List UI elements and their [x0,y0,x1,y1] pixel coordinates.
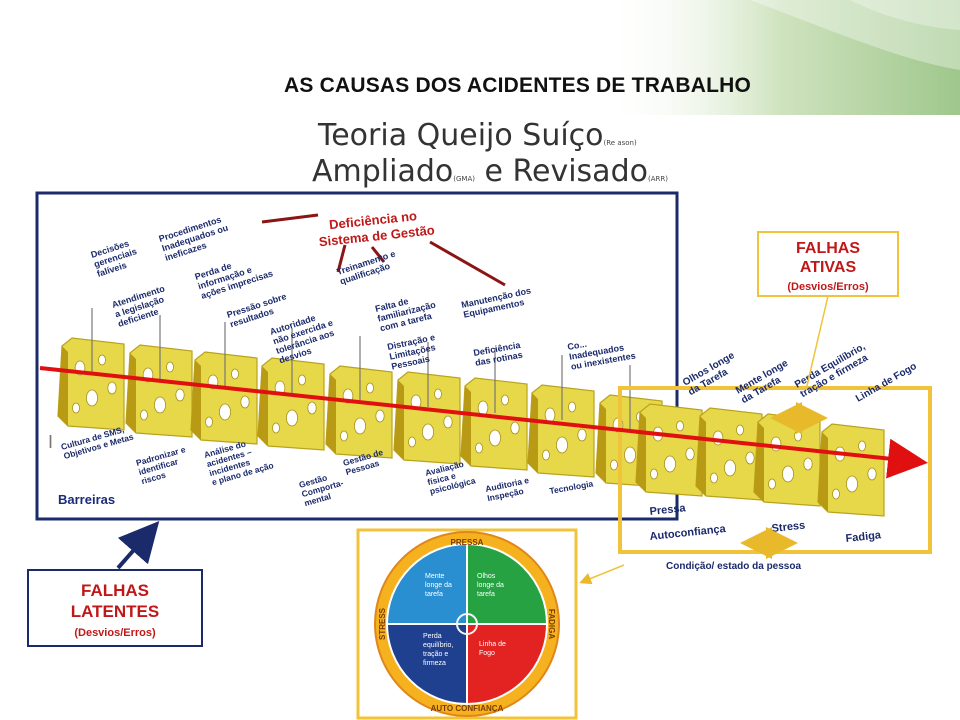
heading-ampliado: Ampliado [312,154,454,189]
wheel-quadrant-linha [466,623,549,706]
cheese-slice [817,423,885,517]
heading-line-1: Teoria Queijo Suíço(Re ason) [318,118,637,153]
wheel-text-linha: Fogo [479,650,495,657]
wheel-label-left: STRESS [378,607,387,640]
latent-cause: Falta defamiliarizaçãocom a tarefa [374,290,440,334]
active-cause-line: Linha de Fogo [854,361,919,405]
cheese-slice [393,342,461,465]
barreiras-label: Barreiras [58,492,115,507]
state-autoconfianca: Autoconfiança [649,523,727,543]
condicao-label: Condição/ estado da pessoa [666,561,801,572]
wheel-connector-arrow [579,564,625,585]
active-cause: Mente longeda Tarefa [734,358,796,406]
slide-title: AS CAUSAS DOS ACIDENTES DE TRABALHO [284,74,752,97]
heading-arr-note: (ARR) [647,175,668,183]
wheel-label-right: FADIGA [547,609,556,639]
latent-cause: Co...Inadequadosou inexistentes [567,331,637,372]
latent-cause: Manutenção dosEquipamentos [460,285,534,319]
deficiencia-connectors [261,213,506,287]
barrier: Padronizar eidentificarriscos [135,444,192,486]
cheese-slice [190,322,258,445]
latent-cause: Treinamento equalificação [336,249,400,287]
wheel-text-mente: tarefa [425,591,443,598]
latent-cause: Autoridadenão exercida etolerância aosde… [269,308,341,365]
cheese-slice [57,308,125,431]
ativas-connector [805,295,829,391]
cheese-slice [325,336,393,459]
cheese-slice [753,413,821,507]
state-fadiga: Fadiga [845,529,882,545]
heading-revisado: e Revisado [484,154,648,189]
cheese-slice [695,407,763,501]
latent-cause-line: Co... [567,339,588,352]
wheel-text-mente: longe da [425,582,452,589]
falhas-latentes-line-3: (Desvios/Erros) [74,627,156,639]
heading-reason-note: (Re ason) [603,139,637,147]
active-cause: Olhos longeda Tarefa [681,350,742,398]
barrier-line: Tecnologia [549,478,595,496]
wheel-quadrant-perda [385,623,468,706]
risk-wheel: PRESSA AUTO CONFIANÇA STRESS FADIGA Mente lon… [374,531,560,717]
barrier: Tecnologia [549,478,595,496]
latent-cause: Deficiênciadas rotinas [473,340,524,368]
latent-frame [35,191,679,521]
wheel-text-perda: equilíbrio, [423,642,453,649]
wheel-text-perda: tração e [423,651,448,658]
active-cause: Linha de Fogo [854,361,919,405]
wheel-center-icon [456,613,478,635]
wheel-text-perda: firmeza [423,660,446,667]
wheel-text-olhos: Olhos [477,573,496,580]
falhas-ativas-line-3: (Desvios/Erros) [787,281,869,293]
latentes-arrow [116,520,160,570]
barrier: GestãoComporta-mental [298,468,347,508]
state-pressa: Pressa [649,502,687,518]
cheese-slice [635,403,703,497]
heading-line-2: Ampliado(GMA) e Revisado(ARR) [312,154,668,189]
falhas-ativas-line-2: ATIVAS [800,259,857,276]
wheel-label-bottom: AUTO CONFIANÇA [431,704,504,713]
wheel-label-top: PRESSA [451,538,484,547]
barrier: Auditoria eInspeção [484,475,532,503]
latent-cause: Perda deinformação eações imprecisas [194,249,275,301]
cheese-slice [527,355,595,478]
accident-trajectory-arrow [39,366,928,479]
falhas-latentes-box [27,569,203,647]
latent-cause: ProcedimentosInadequados ouineficazes [158,213,233,263]
latent-cause: Atendimentoa legislaçãodeficiente [111,283,173,329]
latent-cause: Distração eLimitaçõesPessoais [386,332,440,371]
cursor-glyph: I [48,432,53,452]
cheese-slices [57,308,885,517]
heading-theory: Teoria Queijo Suíço [318,118,604,153]
corner-decoration [600,0,960,115]
cheese-slice [125,315,193,438]
cheese-slice [257,328,325,451]
state-stress: Stress [771,520,806,535]
cheese-slice [460,348,528,471]
latent-cause: Decisõesgerenciaisfalíveis [90,237,142,279]
heading-gma-note: (GMA) [453,175,475,183]
wheel-text-mente: Mente [425,573,445,580]
falhas-ativas-box [757,231,899,297]
wheel-text-olhos: tarefa [477,591,495,598]
falhas-latentes-line-2: LATENTES [71,602,159,621]
wheel-quadrant-mente [385,542,468,625]
falhas-ativas-line-1: FALHAS [796,240,860,257]
wheel-text-linha: Linha de [479,641,506,648]
wheel-text-perda: Perda [423,633,442,640]
wheel-text-olhos: longe da [477,582,504,589]
wheel-quadrant-olhos [466,542,549,625]
falhas-latentes-line-1: FALHAS [81,581,149,600]
